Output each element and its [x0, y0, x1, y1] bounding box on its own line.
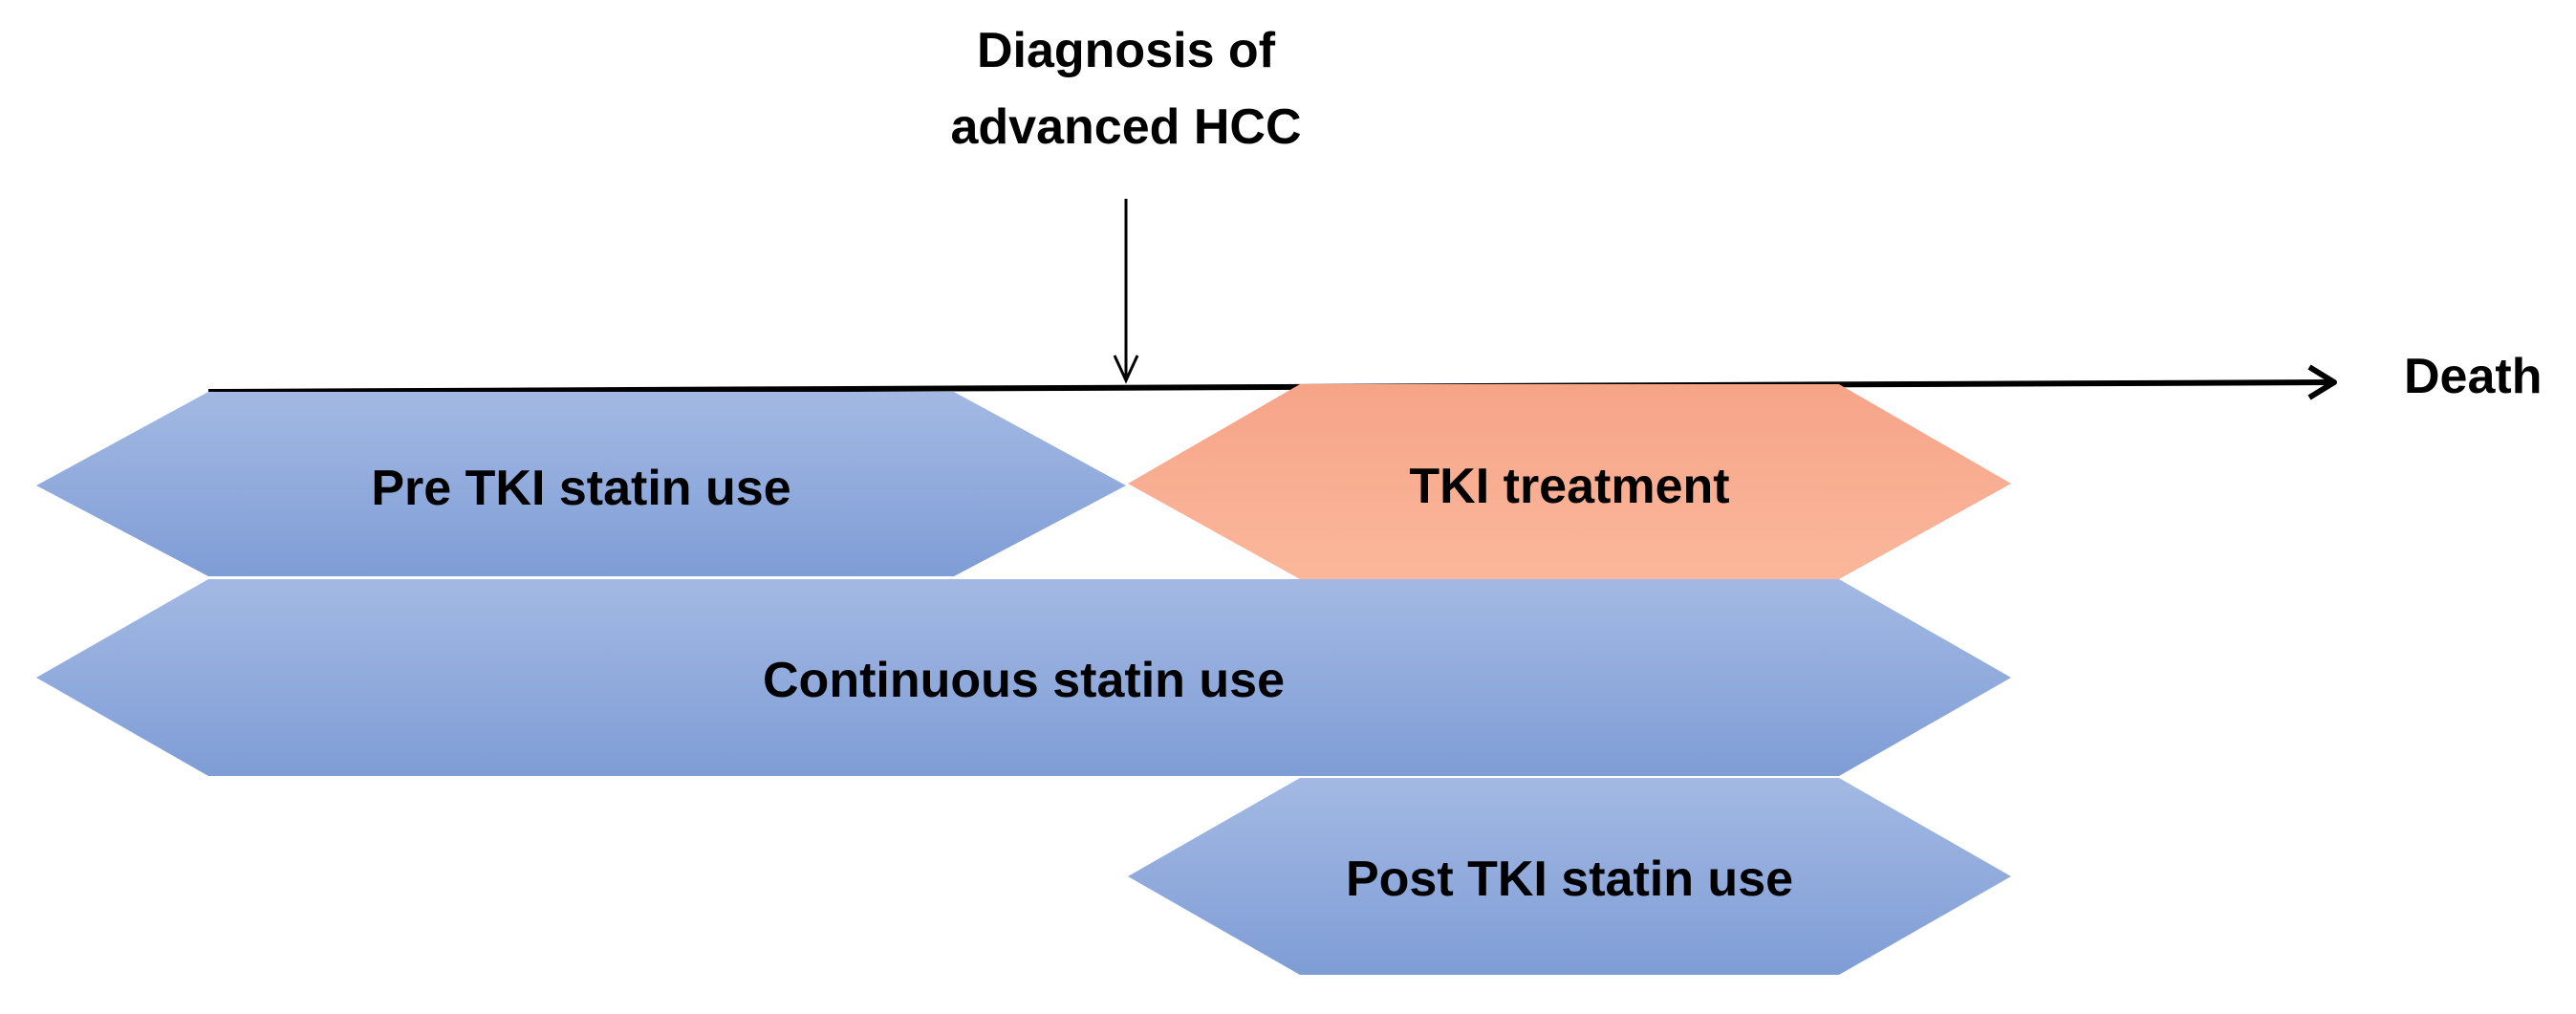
diagnosis-label-line1: Diagnosis of [977, 23, 1276, 78]
tki-treatment-label: TKI treatment [1409, 459, 1729, 514]
tki-treatment-bar [1128, 384, 2011, 579]
continuous-statin-bar [36, 579, 2011, 776]
post-tki-statin-bar [1128, 778, 2011, 975]
diagnosis-arrow-head [1113, 355, 1139, 384]
diagnosis-label-line2: advanced HCC [951, 99, 1302, 155]
timeline-arrow-head [2307, 364, 2337, 400]
timeline-axis [207, 379, 2333, 395]
continuous-statin-label: Continuous statin use [763, 653, 1285, 708]
pre-tki-statin-label: Pre TKI statin use [371, 461, 790, 516]
pre-tki-statin-bar [36, 392, 1126, 576]
post-tki-statin-label: Post TKI statin use [1346, 852, 1793, 907]
death-label: Death [2404, 349, 2542, 404]
